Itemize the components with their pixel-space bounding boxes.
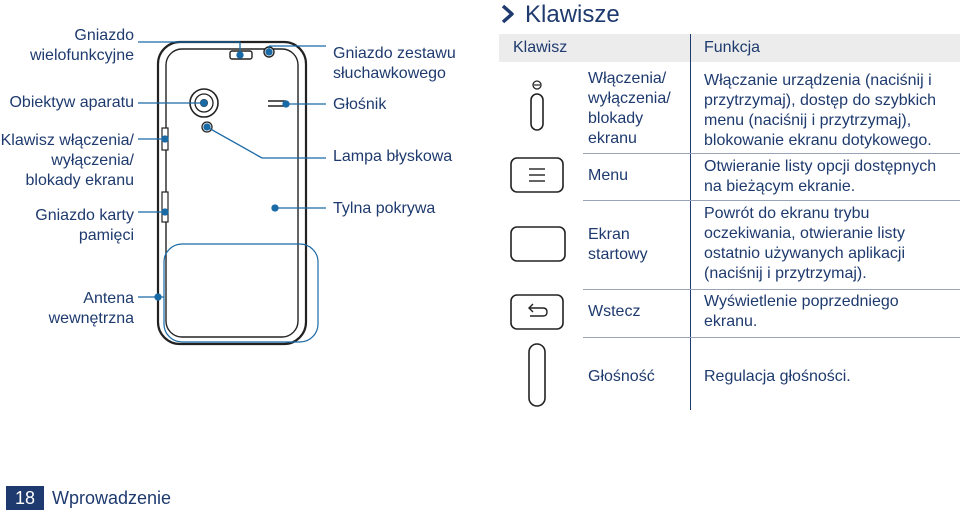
leader-dot-camera	[200, 99, 208, 107]
phone-back-diagram	[138, 40, 326, 346]
row-separator	[583, 153, 960, 154]
back-key-icon	[510, 294, 564, 330]
section-title: Klawisze	[525, 1, 620, 28]
volume-key-icon	[528, 343, 546, 407]
leader-dot-card-slot	[161, 208, 169, 216]
label-speaker: Głośnik	[333, 96, 387, 113]
row-power-function: Włączanie urządzenia (naciśnij i przytrz…	[704, 72, 937, 149]
label-antenna: Antena wewnętrzna	[48, 290, 134, 327]
chevron-right-icon	[501, 4, 514, 24]
home-key-icon	[510, 226, 566, 262]
label-card-slot: Gniazdo karty pamięci	[35, 207, 134, 244]
leader-dot-headset	[265, 48, 273, 56]
row-volume-function: Regulacja głośności.	[704, 368, 851, 385]
card-slot-shape	[161, 191, 169, 223]
row-separator	[583, 337, 960, 338]
label-flash: Lampa błyskowa	[333, 148, 453, 165]
leader-flash	[206, 126, 263, 159]
phone-body-outline	[156, 40, 308, 346]
label-camera-lens: Obiektyw aparatu	[9, 94, 134, 111]
row-power-name: Włączenia/ wyłączenia/ blokady ekranu	[588, 70, 671, 147]
label-back-cover: Tylna pokrywa	[333, 200, 436, 217]
label-headset-jack: Gniazdo zestawu słuchawkowego	[333, 45, 456, 82]
leader-dot-antenna	[154, 293, 162, 301]
row-separator	[583, 289, 960, 290]
leader-dot-flash	[203, 123, 211, 131]
power-key-icon	[530, 80, 544, 131]
leader-dot-multi-socket	[236, 51, 244, 59]
page-number: 18	[6, 486, 44, 510]
table-header: Klawisz Funkcja	[499, 34, 960, 62]
row-home-name: Ekran startowy	[588, 226, 648, 263]
header-function: Funkcja	[704, 39, 761, 56]
row-back-function: Wyświetlenie poprzedniego ekranu.	[704, 293, 899, 330]
header-key: Klawisz	[513, 39, 568, 56]
row-separator	[583, 200, 960, 201]
chapter-title: Wprowadzenie	[52, 488, 172, 508]
row-volume-name: Głośność	[588, 368, 655, 385]
label-power-key: Klawisz włączenia/ wyłączenia/ blokady e…	[0, 132, 134, 189]
leader-dot-back-cover	[271, 204, 279, 212]
row-back-name: Wstecz	[588, 303, 641, 320]
antenna-area	[163, 243, 319, 343]
column-divider	[690, 34, 691, 410]
row-home-function: Powrót do ekranu trybu oczekiwania, otwi…	[704, 205, 905, 282]
menu-key-icon	[510, 157, 564, 193]
leader-dot-power-key	[161, 135, 169, 143]
row-menu-function: Otwieranie listy opcji dostępnych na bie…	[704, 158, 937, 195]
leader-dot-speaker	[282, 100, 290, 108]
label-multi-socket: Gniazdo wielofunkcyjne	[29, 27, 134, 64]
row-menu-name: Menu	[588, 167, 629, 184]
section-header: Klawisze	[499, 0, 960, 30]
